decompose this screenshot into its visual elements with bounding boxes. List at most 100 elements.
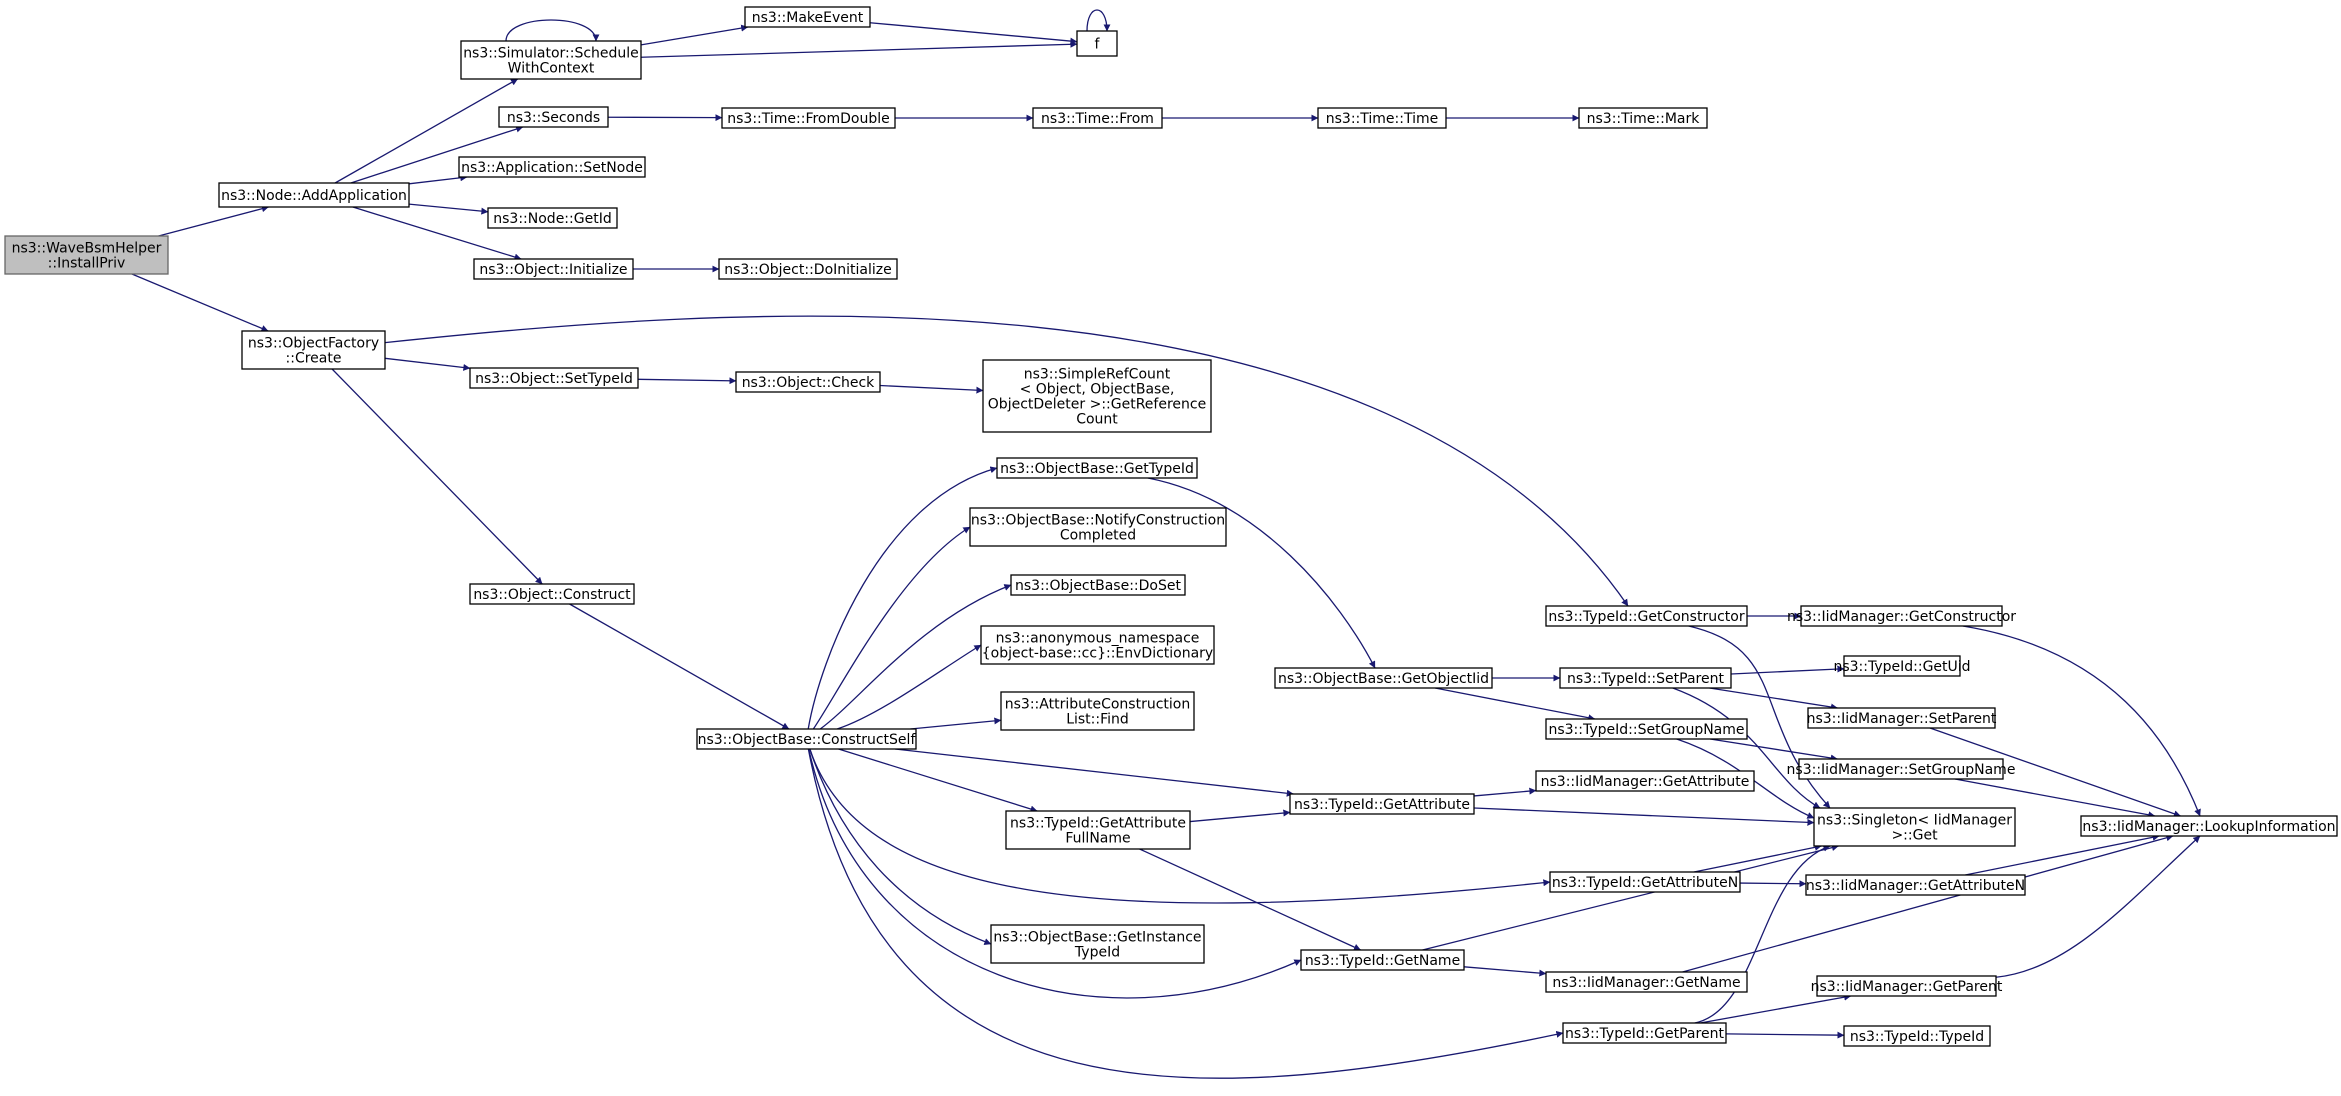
node-box: [241, 330, 386, 370]
function-node[interactable]: ns3::Object::Check: [735, 371, 881, 393]
edge-arrow: [158, 205, 269, 237]
function-node[interactable]: ns3::ObjectBase::GetTypeId: [996, 457, 1198, 479]
function-node[interactable]: ns3::Time::FromDouble: [721, 107, 896, 129]
function-node[interactable]: ns3::IidManager::GetAttribute: [1535, 770, 1755, 792]
node-label: Count: [1076, 412, 1118, 428]
function-node[interactable]: ns3::Singleton< IidManager>::Get: [1813, 807, 2016, 847]
node-label: ns3::IidManager::GetConstructor: [1787, 609, 2016, 625]
function-node[interactable]: ns3::Object::Construct: [469, 583, 635, 605]
function-node[interactable]: ns3::TypeId::GetParent: [1562, 1022, 1727, 1044]
edge-arrow: [384, 357, 471, 371]
function-node[interactable]: ns3::TypeId::GetConstructor: [1545, 605, 1748, 627]
edge-arrow: [808, 748, 1302, 999]
node-label: ObjectDeleter >::GetReference: [988, 397, 1206, 413]
edge-arrow: [640, 24, 749, 46]
function-node[interactable]: f: [1076, 30, 1118, 57]
node-box: [696, 728, 917, 750]
edge-arrow: [1700, 993, 1852, 1024]
function-node[interactable]: ns3::TypeId::TypeId: [1843, 1025, 1991, 1047]
node-box: [982, 359, 1212, 433]
node-box: [1559, 667, 1732, 689]
edge-arrow: [1739, 880, 1807, 888]
function-node[interactable]: ns3::IidManager::GetConstructor: [1787, 605, 2016, 627]
edge-arrow: [1954, 778, 2156, 819]
node-box: [1535, 770, 1755, 792]
function-node[interactable]: ns3::TypeId::GetAttribute: [1289, 793, 1475, 815]
function-node[interactable]: ns3::ObjectBase::GetObjectIid: [1274, 667, 1493, 689]
node-box: [996, 457, 1198, 479]
function-node[interactable]: ns3::ObjectBase::NotifyConstructionCompl…: [969, 507, 1227, 547]
node-box: [980, 625, 1215, 665]
function-node[interactable]: ns3::Time::From: [1032, 107, 1163, 129]
function-node[interactable]: ns3::anonymous_namespace{object-base::cc…: [980, 625, 1215, 665]
node-label: ns3::TypeId::GetAttribute: [1010, 816, 1186, 832]
node-label: TypeId: [1074, 945, 1120, 961]
function-node[interactable]: ns3::Node::GetId: [487, 207, 618, 229]
edge-arrow: [1139, 848, 1361, 951]
function-node[interactable]: ns3::IidManager::GetParent: [1811, 975, 2003, 997]
node-label: ns3::Seconds: [507, 110, 600, 126]
function-node[interactable]: ns3::Node::AddApplication: [218, 182, 410, 208]
function-node[interactable]: ns3::ObjectBase::ConstructSelf: [696, 728, 917, 750]
function-node[interactable]: ns3::IidManager::GetAttributeN: [1805, 874, 2026, 896]
edge-arrow: [1962, 625, 2201, 817]
function-node[interactable]: ns3::TypeId::SetGroupName: [1545, 718, 1748, 740]
node-box: [1562, 1022, 1727, 1044]
node-label: ns3::ObjectBase::ConstructSelf: [698, 732, 917, 748]
node-label: ns3::IidManager::GetAttribute: [1541, 774, 1750, 790]
edge-arrow: [1709, 687, 1838, 711]
node-label: ns3::ObjectBase::GetObjectIid: [1278, 671, 1489, 687]
function-node[interactable]: ns3::Time::Mark: [1578, 107, 1708, 129]
node-label: ns3::Singleton< IidManager: [1817, 813, 2012, 829]
node-box: [218, 182, 410, 208]
root-function-node[interactable]: ns3::WaveBsmHelper::InstallPriv: [4, 235, 169, 275]
function-node[interactable]: ns3::Time::Time: [1317, 107, 1447, 129]
node-box: [1813, 807, 2016, 847]
function-node[interactable]: ns3::Seconds: [498, 106, 609, 128]
node-label: ns3::TypeId::SetGroupName: [1548, 722, 1744, 738]
function-node[interactable]: ns3::ObjectFactory::Create: [241, 330, 386, 370]
node-box: [458, 156, 646, 178]
node-label: ns3::Node::GetId: [493, 211, 611, 227]
node-box: [1545, 971, 1748, 993]
function-node[interactable]: ns3::Application::SetNode: [458, 156, 646, 178]
node-box: [469, 583, 635, 605]
node-label: ns3::Node::AddApplication: [221, 188, 407, 204]
function-node[interactable]: ns3::TypeId::GetUid: [1833, 655, 1971, 677]
node-box: [1843, 655, 1961, 677]
function-node[interactable]: ns3::Object::SetTypeId: [469, 367, 639, 389]
node-label: ns3::TypeId::GetParent: [1565, 1026, 1724, 1042]
function-node[interactable]: ns3::TypeId::GetName: [1300, 949, 1465, 971]
function-node[interactable]: ns3::SimpleRefCount< Object, ObjectBase,…: [982, 359, 1212, 433]
node-box: [2080, 815, 2338, 837]
function-node[interactable]: ns3::IidManager::SetParent: [1807, 707, 1997, 729]
node-box: [487, 207, 618, 229]
function-node[interactable]: ns3::TypeId::GetAttributeN: [1549, 871, 1741, 893]
node-label: ns3::ObjectBase::GetInstance: [993, 930, 1201, 946]
node-label: ns3::Time::From: [1041, 111, 1154, 127]
function-node[interactable]: ns3::Object::Initialize: [473, 258, 634, 280]
function-node[interactable]: ns3::TypeId::SetParent: [1559, 667, 1732, 689]
node-box: [1032, 107, 1163, 129]
node-box: [1798, 758, 2004, 780]
node-label: ns3::IidManager::GetAttributeN: [1806, 878, 2025, 894]
function-node[interactable]: ns3::ObjectBase::DoSet: [1010, 574, 1186, 596]
node-box: [1816, 975, 1997, 997]
function-node[interactable]: ns3::MakeEvent: [744, 6, 871, 28]
edge-arrow: [637, 377, 737, 385]
node-label: ns3::Time::Time: [1326, 111, 1438, 127]
function-node[interactable]: ns3::IidManager::SetGroupName: [1787, 758, 2016, 780]
edge-arrow: [1965, 833, 2160, 876]
node-label: ns3::ObjectBase::GetTypeId: [1000, 461, 1194, 477]
node-box: [744, 6, 871, 28]
function-node[interactable]: ns3::IidManager::LookupInformation: [2080, 815, 2338, 837]
function-node[interactable]: ns3::IidManager::GetName: [1545, 971, 1748, 993]
edge-arrow: [1473, 787, 1537, 797]
edge-arrow: [819, 584, 1012, 730]
function-node[interactable]: ns3::Object::DoInitialize: [718, 258, 898, 280]
nodes-layer: ns3::WaveBsmHelper::InstallPriv ns3::Node…: [4, 6, 2338, 1047]
